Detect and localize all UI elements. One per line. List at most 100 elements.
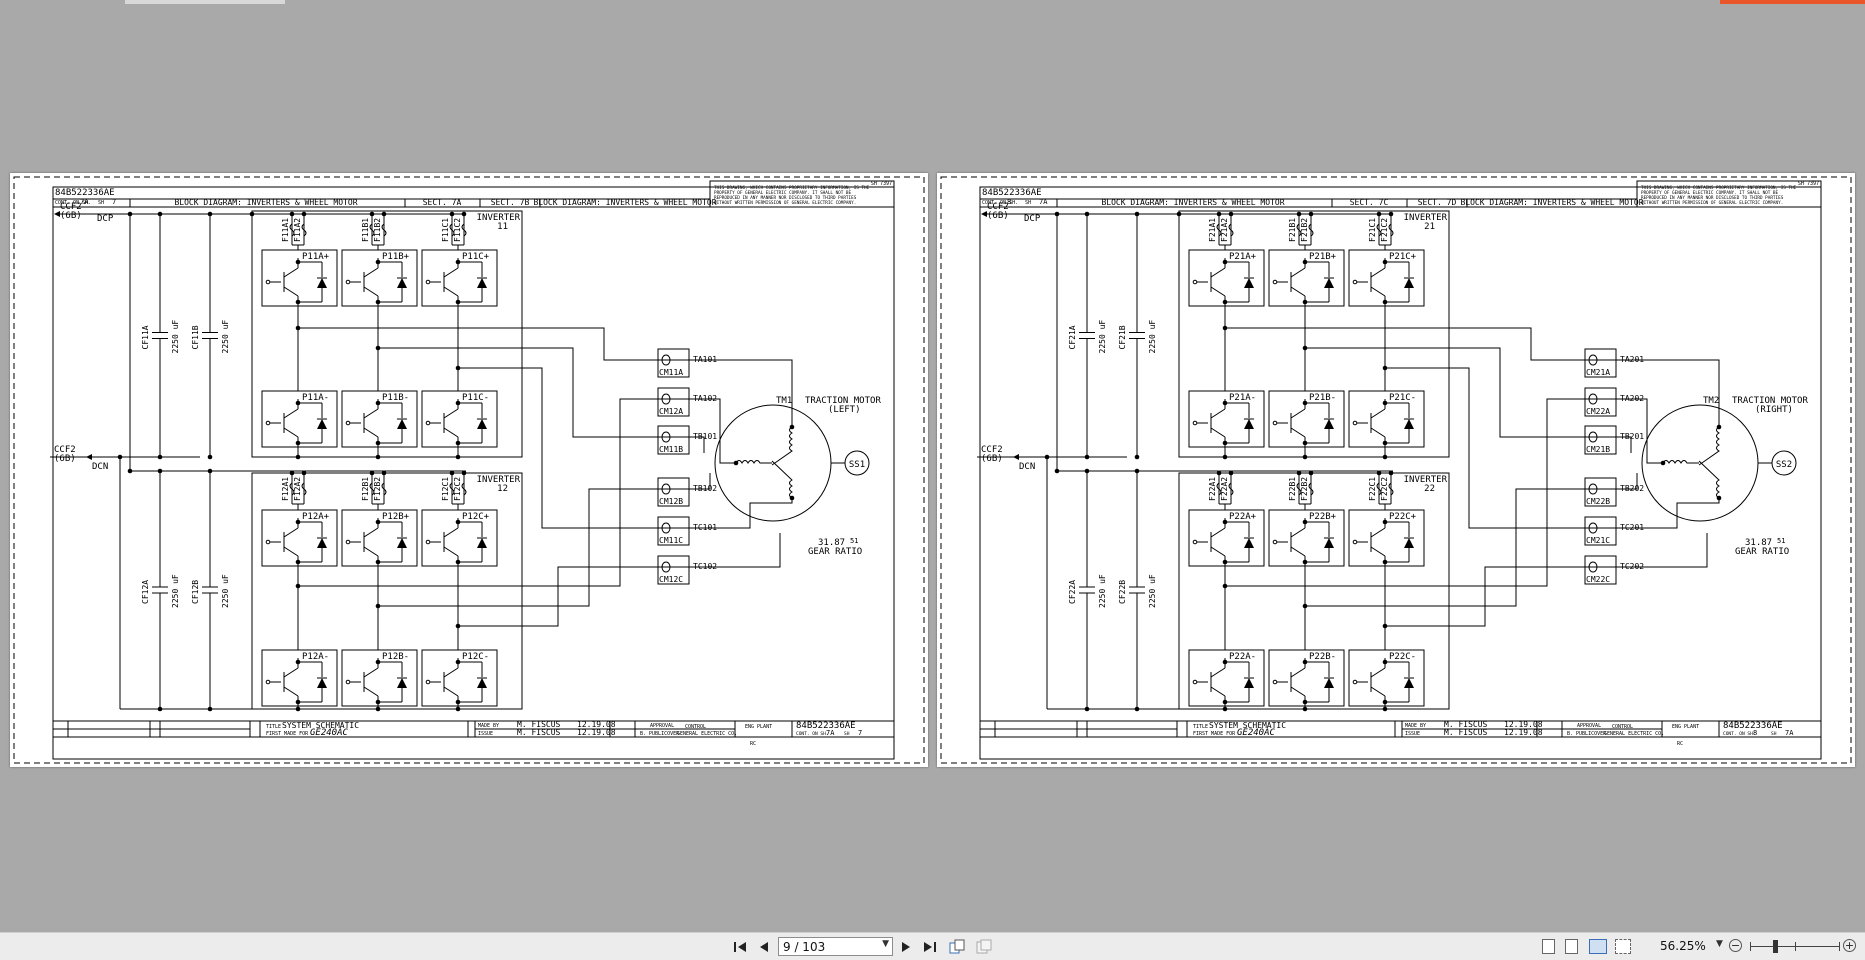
junction-dot	[295, 299, 301, 305]
copy-page-button[interactable]	[948, 938, 966, 955]
cm-label: CM22B	[1586, 497, 1610, 506]
junction-dot	[301, 211, 307, 217]
fuse-label: F12A2	[293, 477, 302, 501]
zoom-slider-thumb[interactable]	[1773, 940, 1778, 953]
fuse-icon	[1228, 482, 1234, 496]
fuse-icon	[461, 482, 467, 496]
sheet-label: SH	[1025, 200, 1031, 206]
footer-cont-label: CONT. ON SH.	[796, 731, 829, 737]
module-label: P12C+	[462, 512, 490, 522]
capacitor-label: CF22B	[1118, 580, 1127, 604]
igbt-collector	[1290, 667, 1306, 678]
module-label: P11A+	[302, 252, 330, 262]
phase-a-wire	[1225, 398, 1585, 587]
junction-dot	[1302, 454, 1308, 460]
control-label: CONTROL	[685, 724, 706, 730]
zoom-out-icon[interactable]: −	[1729, 939, 1742, 952]
traction-motor-label: TRACTION MOTOR	[805, 396, 881, 406]
junction-dot	[1388, 211, 1394, 217]
diode-icon	[397, 419, 407, 429]
module-label: P22C+	[1389, 512, 1417, 522]
corner-code: SH 7397	[1798, 181, 1819, 187]
next-page-icon	[902, 941, 910, 952]
slider-tick	[1750, 942, 1751, 951]
cm-coil-icon	[1588, 561, 1598, 573]
fuse-icon	[1376, 223, 1382, 237]
module-label: P21A-	[1229, 393, 1256, 403]
inverter-number: 22	[1424, 484, 1435, 494]
zoom-in-icon[interactable]: +	[1843, 939, 1856, 952]
junction-dot	[375, 299, 381, 305]
footer-doc-number: 84B522336AE	[1723, 721, 1783, 731]
junction-dot	[295, 706, 301, 712]
junction-dot	[789, 424, 795, 430]
cm-label: CM11B	[659, 445, 683, 454]
title-label: TITLE	[1193, 724, 1208, 730]
junction-dot	[1308, 470, 1314, 476]
module-label: P12A-	[302, 652, 329, 662]
junction-dot	[1382, 659, 1388, 665]
single-page-view-icon[interactable]	[1542, 939, 1555, 954]
speed-sensor-icon	[1771, 450, 1797, 476]
dcn-arrow-icon	[86, 454, 92, 460]
cont-on-label: CONT. ON SH.	[982, 200, 1018, 206]
junction-dot	[1222, 454, 1228, 460]
junction-dot	[1222, 659, 1228, 665]
junction-dot	[1302, 400, 1308, 406]
next-page-button[interactable]	[897, 938, 915, 955]
junction-dot	[1376, 470, 1382, 476]
module-label: P12C-	[462, 652, 489, 662]
sheet-label: SH	[98, 200, 104, 206]
module-label: P22B+	[1309, 512, 1337, 522]
previous-page-button[interactable]	[755, 938, 773, 955]
junction-dot	[1222, 519, 1228, 525]
cm-label: CM22C	[1586, 575, 1610, 584]
fuse-icon	[449, 223, 455, 237]
diode-icon	[1244, 278, 1254, 288]
junction-dot	[375, 519, 381, 525]
motor-lead	[1616, 436, 1632, 453]
issue-label: ISSUE	[478, 731, 493, 737]
proprietary-text: WITHOUT WRITTEN PERMISSION OF GENERAL EL…	[1641, 200, 1783, 206]
igbt-module	[1268, 509, 1345, 567]
zoom-slider[interactable]	[1750, 940, 1840, 953]
junction-dot	[295, 699, 301, 705]
capacitor-value: 2250 uF	[171, 574, 180, 608]
junction-dot	[117, 454, 123, 460]
diode-icon	[477, 678, 487, 688]
first-page-button[interactable]	[731, 938, 749, 955]
cm-coil-icon	[661, 354, 671, 366]
zoom-dropdown-icon[interactable]: ▼	[1716, 939, 1723, 949]
dcp-label: DCP	[97, 214, 114, 224]
diode-icon	[1244, 678, 1254, 688]
cm-coil-icon	[1588, 522, 1598, 534]
made-by-name: M. FISCUS	[517, 720, 561, 729]
igbt-emitter	[1210, 546, 1226, 557]
continuous-facing-view-icon[interactable]	[1615, 939, 1631, 954]
junction-dot	[295, 440, 301, 446]
proprietary-text: REPRODUCED IN ANY MANNER NOR DISCLOSED T…	[1641, 195, 1784, 201]
igbt-emitter	[1370, 427, 1386, 438]
paste-page-button[interactable]	[975, 938, 993, 955]
motor-lead	[689, 436, 705, 453]
continuous-view-icon[interactable]	[1565, 939, 1578, 954]
fuse-label: F21B1	[1288, 218, 1297, 242]
facing-view-icon[interactable]	[1589, 939, 1607, 954]
current-monitor	[1584, 425, 1617, 455]
gear-ratio-label: GEAR RATIO	[808, 547, 862, 557]
motor-lead	[1616, 498, 1720, 529]
fuse-label: F11B1	[361, 218, 370, 242]
junction-dot	[1660, 460, 1666, 466]
igbt-collector	[363, 527, 379, 538]
sect-label: SECT. 7C	[1350, 198, 1389, 207]
igbt-module	[341, 390, 418, 448]
gate-terminal	[265, 279, 271, 285]
last-page-button[interactable]	[921, 938, 939, 955]
page-dropdown-icon[interactable]: ▼	[882, 939, 889, 949]
phase-c-wire	[458, 367, 658, 529]
sect-label: SECT. 7B	[491, 198, 530, 207]
diode-icon	[397, 538, 407, 548]
igbt-emitter	[283, 427, 299, 438]
page-number-box[interactable]: 9 / 103 ▼	[778, 937, 893, 956]
fuse-icon	[1296, 482, 1302, 496]
